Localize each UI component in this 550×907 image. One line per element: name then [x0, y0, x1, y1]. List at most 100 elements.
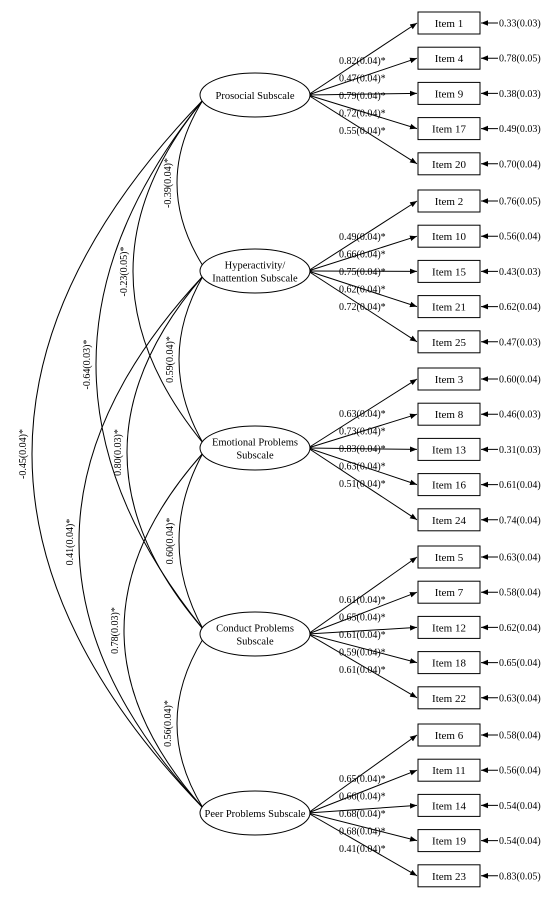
correlation-label: 0.56(0.04)*	[163, 700, 174, 747]
loading-label: 0.73(0.04)*	[339, 427, 386, 438]
item-box	[417, 402, 481, 426]
item-label: Item 13	[432, 444, 466, 456]
loading-arrow	[307, 200, 418, 272]
item-label: Item 22	[432, 693, 466, 705]
correlation-label: 0.41(0.04)*	[65, 519, 76, 566]
item-box	[417, 117, 481, 141]
loading-arrow	[307, 803, 418, 814]
item-node: Item 4 0.78(0.05)	[417, 46, 541, 70]
error-variance-label: 0.60(0.04)	[499, 375, 541, 386]
item-box	[417, 793, 481, 817]
loading-arrow	[307, 625, 418, 635]
error-variance-label: 0.83(0.05)	[499, 871, 541, 882]
item-box	[417, 367, 481, 391]
loading-label: 0.68(0.04)*	[339, 809, 386, 820]
item-box	[417, 580, 481, 604]
item-label: Item 15	[432, 266, 466, 278]
item-box	[417, 864, 481, 888]
correlation-arc	[176, 99, 204, 267]
loading-arrow	[307, 270, 418, 343]
item-label: Item 2	[435, 196, 463, 208]
correlation-arc	[95, 99, 204, 630]
factor-ellipse	[199, 611, 311, 657]
loading-label: 0.61(0.04)*	[339, 630, 386, 641]
correlation-label: -0.64(0.03)*	[82, 340, 93, 390]
latent-factor: Prosocial Subscale	[199, 72, 311, 118]
error-variance-label: 0.47(0.03)	[499, 337, 541, 348]
item-label: Item 14	[432, 800, 466, 812]
item-box	[417, 686, 481, 710]
correlation-arc	[176, 638, 204, 809]
item-node: Item 8 0.46(0.03)	[417, 402, 541, 426]
item-label: Item 8	[435, 409, 464, 421]
correlation-label: 0.78(0.03)*	[110, 607, 121, 654]
loading-arrow	[307, 94, 418, 130]
correlation-arc	[178, 452, 204, 630]
loading-arrow	[307, 378, 418, 449]
loading-label: 0.62(0.04)*	[339, 285, 386, 296]
item-label: Item 12	[432, 622, 466, 634]
factor-label: Inattention Subscale	[212, 274, 298, 285]
error-variance-label: 0.56(0.04)	[499, 232, 541, 243]
loading-label: 0.72(0.04)*	[339, 109, 386, 120]
item-box	[417, 46, 481, 70]
error-variance-label: 0.46(0.03)	[499, 410, 541, 421]
error-variance-label: 0.58(0.04)	[499, 588, 541, 599]
loading-arrow	[307, 734, 418, 814]
loading-label: 0.83(0.04)*	[339, 444, 386, 455]
loading-arrow	[307, 22, 418, 96]
error-variance-label: 0.38(0.03)	[499, 89, 541, 100]
factor-label: Peer Problems Subscale	[205, 809, 306, 820]
correlation-label: 0.59(0.04)*	[165, 336, 176, 383]
factor-label: Hyperactivity/	[225, 261, 286, 272]
loading-arrow	[307, 94, 418, 165]
item-label: Item 20	[432, 159, 466, 171]
correlation-label: -0.39(0.04)*	[163, 158, 174, 208]
factor-ellipse	[199, 790, 311, 836]
error-variance-label: 0.62(0.04)	[499, 302, 541, 313]
correlation-arc	[78, 275, 204, 809]
factor-label: Conduct Problems	[216, 624, 294, 635]
error-variance-label: 0.78(0.05)	[499, 54, 541, 65]
item-label: Item 10	[432, 231, 466, 243]
factor-ellipse	[199, 425, 311, 471]
item-box	[417, 81, 481, 105]
loading-label: 0.68(0.04)*	[339, 827, 386, 838]
error-variance-label: 0.56(0.04)	[499, 766, 541, 777]
item-box	[417, 829, 481, 853]
item-label: Item 5	[435, 552, 464, 564]
item-label: Item 6	[435, 730, 464, 742]
latent-factor: Peer Problems Subscale	[199, 790, 311, 836]
item-box	[417, 295, 481, 319]
error-variance-label: 0.49(0.03)	[499, 124, 541, 135]
loading-label: 0.75(0.04)*	[339, 267, 386, 278]
item-box	[417, 189, 481, 213]
factor-ellipse	[199, 72, 311, 118]
correlation-arc	[178, 275, 204, 444]
loading-arrow	[307, 633, 418, 699]
error-variance-label: 0.58(0.04)	[499, 731, 541, 742]
item-box	[417, 11, 481, 35]
factor-label: Prosocial Subscale	[215, 91, 294, 102]
error-variance-label: 0.33(0.03)	[499, 19, 541, 30]
loading-arrow	[307, 413, 418, 449]
loading-label: 0.66(0.04)*	[339, 792, 386, 803]
error-variance-label: 0.76(0.05)	[499, 197, 541, 208]
item-label: Item 21	[432, 302, 466, 314]
item-box	[417, 259, 481, 283]
item-node: Item 23 0.83(0.05)	[417, 864, 541, 888]
item-label: Item 23	[432, 871, 466, 883]
item-box	[417, 224, 481, 248]
item-label: Item 4	[435, 53, 464, 65]
